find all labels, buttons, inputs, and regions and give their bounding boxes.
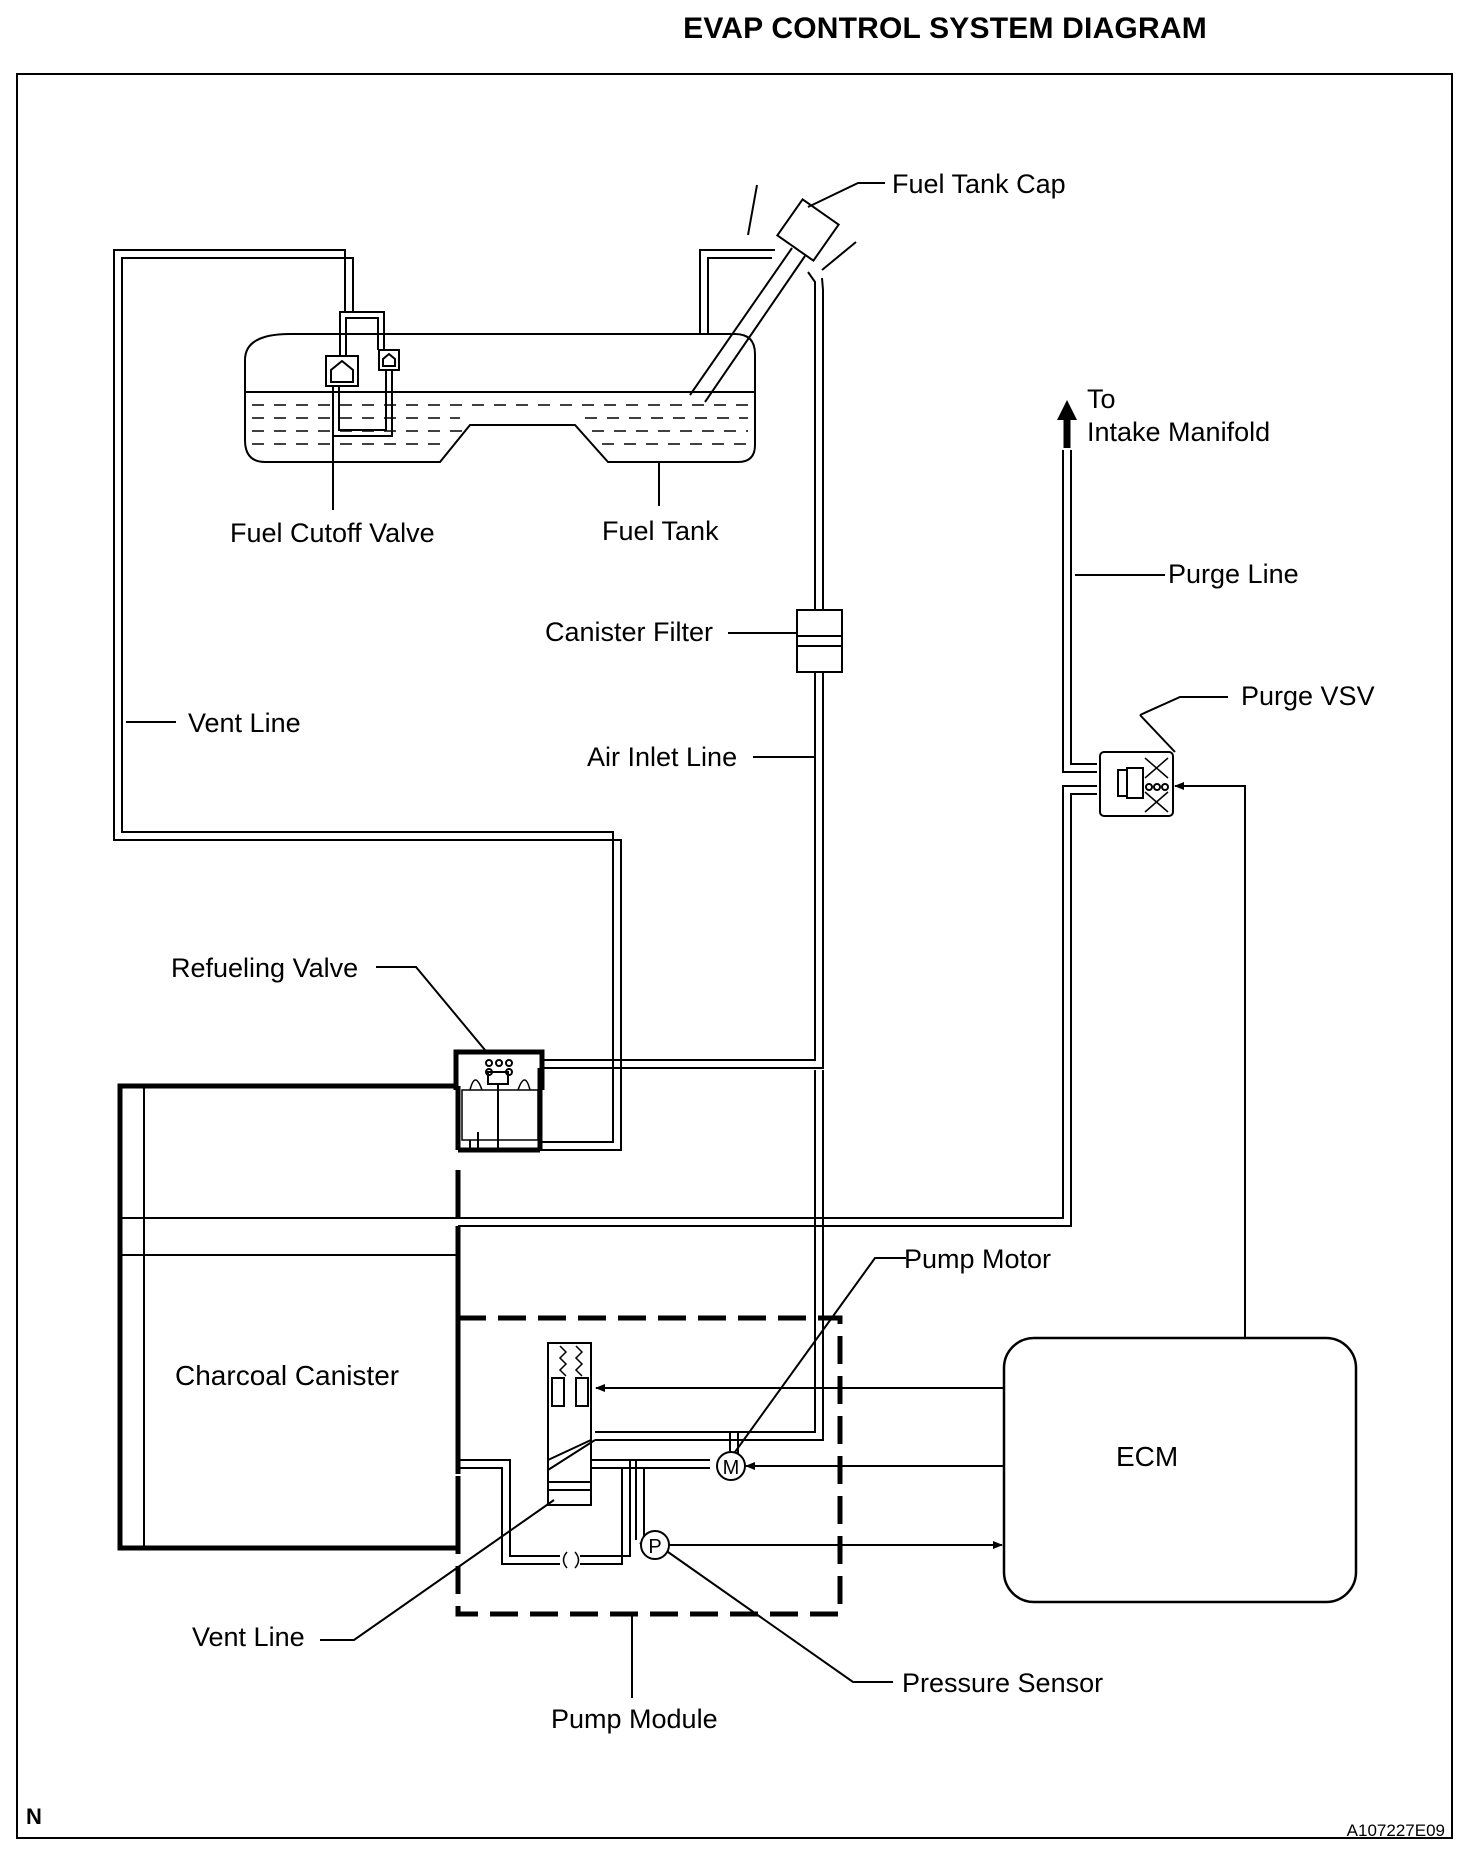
pressure-sensor-symbol: P [640,1530,670,1560]
fuel-tank-liquid [252,404,748,445]
pump-module-label: Pump Module [551,1704,718,1734]
to-label: To [1087,384,1116,414]
figure-code: A107227E09 [1347,1821,1445,1840]
corner-letter: N [26,1804,42,1829]
purge-line-label: Purge Line [1168,559,1299,589]
purge-line-tube [458,450,1097,1227]
pressure-sensor-letter: P [648,1536,661,1558]
fuel-cutoff-valve-label: Fuel Cutoff Valve [230,518,435,548]
fuel-tank-cap-label: Fuel Tank Cap [892,169,1066,199]
air-inlet-line-label: Air Inlet Line [587,742,737,772]
ecm-label: ECM [1116,1441,1178,1472]
pump-module-internals [460,1342,739,1569]
intake-manifold-label: Intake Manifold [1087,417,1270,447]
diagram-title: EVAP CONTROL SYSTEM DIAGRAM [683,12,1207,45]
intake-manifold-arrow [1057,400,1077,448]
pump-motor-label: Pump Motor [904,1244,1051,1274]
leader-lines [126,182,1228,1698]
fuel-tank [244,333,756,463]
charcoal-canister-label: Charcoal Canister [175,1360,399,1391]
vent-line-tube [113,249,775,1151]
purge-vsv-label: Purge VSV [1241,681,1375,711]
air-inlet-line-tube [540,271,824,1441]
diagram-frame [16,73,1453,1839]
refueling-valve [453,1049,545,1150]
ecm-box [1002,1336,1358,1604]
canister-filter-label: Canister Filter [545,617,713,647]
signal-lines [595,782,1246,1549]
pressure-sensor-label: Pressure Sensor [902,1668,1103,1698]
fuel-filler-neck [689,184,857,403]
pump-motor-letter: M [723,1457,740,1479]
canister-filter [796,609,843,673]
fuel-tank-cap [775,197,841,263]
vent-line-top-label: Vent Line [188,708,301,738]
refueling-valve-label: Refueling Valve [171,953,358,983]
pump-motor-symbol: M [716,1451,746,1481]
fuel-tank-label: Fuel Tank [602,516,719,546]
purge-vsv [1099,751,1174,817]
vent-line-bottom-label: Vent Line [192,1622,305,1652]
